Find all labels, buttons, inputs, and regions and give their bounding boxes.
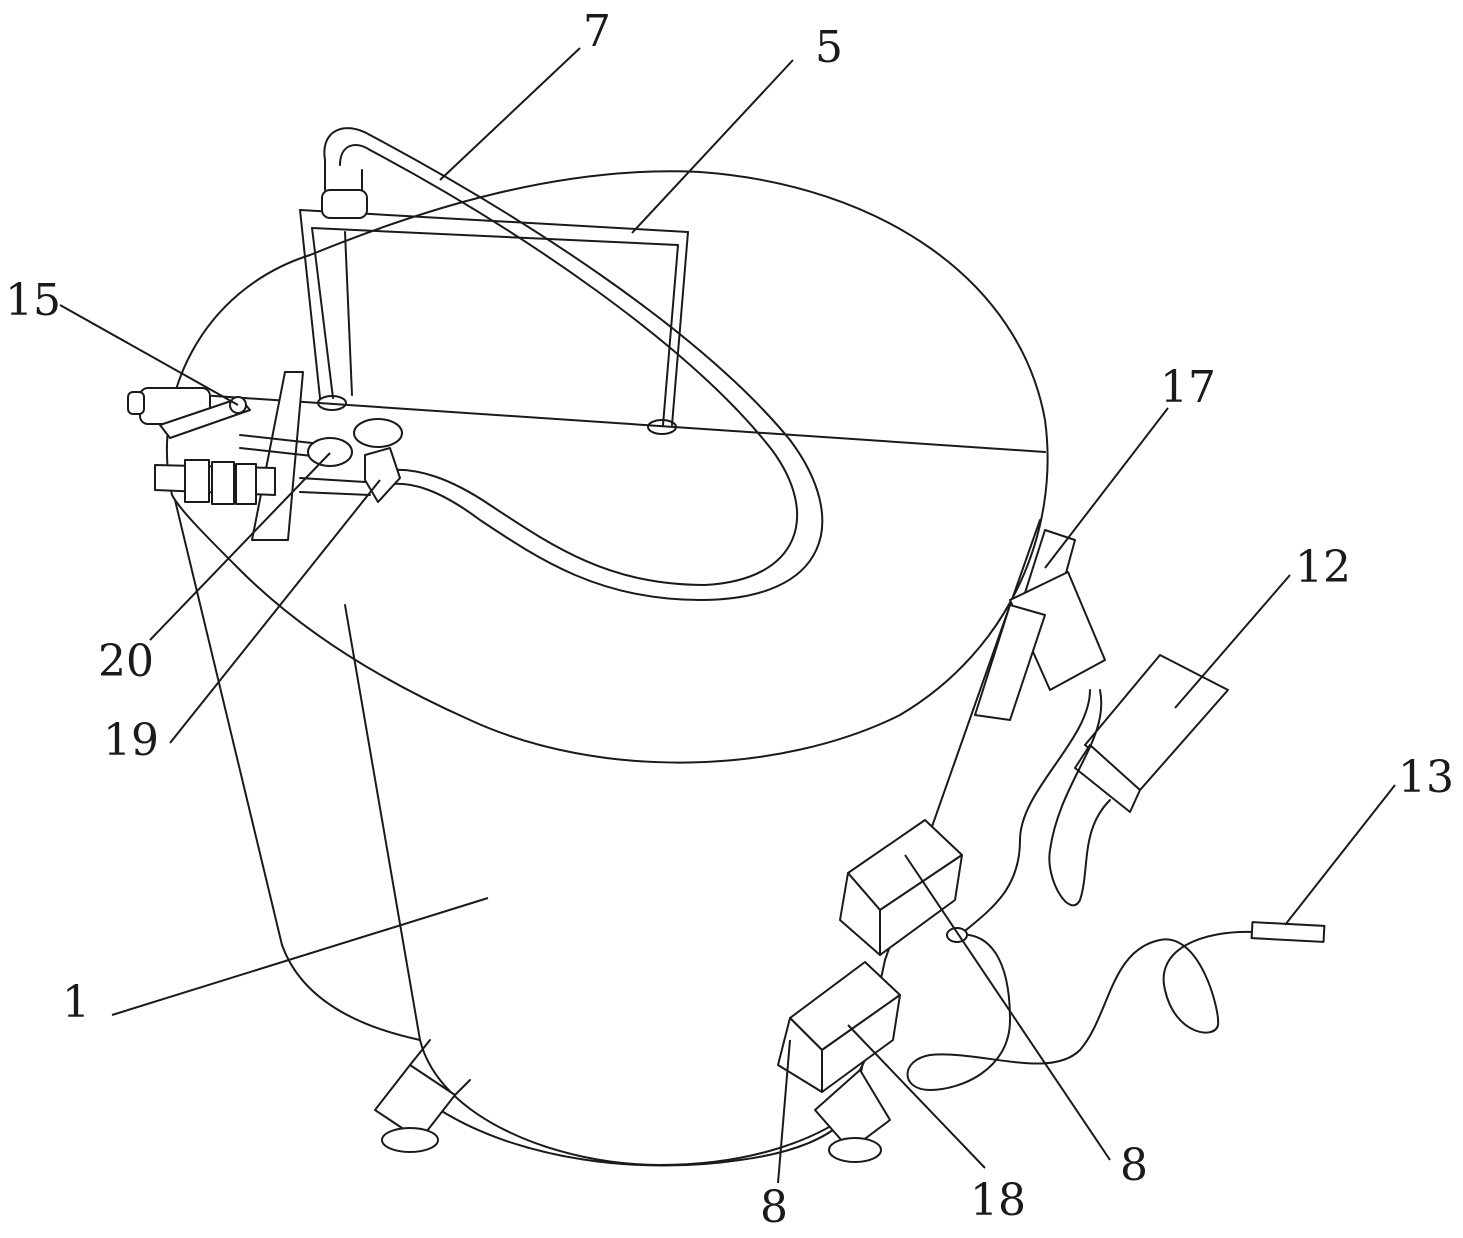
tank-left-bottom-curve [282,945,420,1040]
label-15: 15 [5,275,61,326]
leader-1 [112,898,488,1015]
valve-disc-large [354,419,402,447]
probe [908,922,1325,1090]
tank-left-wall-inner [345,605,420,1040]
label-1: 1 [62,977,90,1028]
hose [322,128,822,600]
hose-inner-edge [340,145,797,585]
probe-loop [947,928,967,942]
tank-left-wall-outer [175,500,282,945]
valve-plate [252,372,303,540]
valve-nut-1 [185,460,209,502]
label-17: 17 [1160,362,1216,413]
label-7: 7 [583,6,611,57]
boxes [778,820,962,1092]
label-19: 19 [103,715,159,766]
label-18: 18 [970,1175,1026,1226]
leader-17 [1045,408,1168,568]
reference-numerals: 7 5 15 17 12 13 20 19 1 8 8 18 [5,6,1454,1233]
leader-7 [440,48,580,180]
hose-drop [325,160,362,190]
leader-13 [1285,785,1395,925]
valve-assembly [128,372,402,540]
outlet-block [365,448,400,502]
left-caster [382,1128,438,1152]
label-12: 12 [1295,542,1351,593]
valve-nut-2 [212,462,234,504]
hose-clamp [322,190,367,218]
frame-post-left [300,210,333,398]
support-frame [300,210,688,434]
valve-disc-small [308,438,352,466]
label-5: 5 [815,22,843,73]
side-components [960,530,1228,935]
right-caster [829,1138,881,1162]
component-17-lower [975,605,1045,720]
probe-tip [1252,922,1325,942]
probe-cable [908,932,1256,1090]
label-8-upper: 8 [1120,1140,1148,1191]
label-13: 13 [1398,752,1454,803]
hose-outer-edge [324,128,822,600]
label-20: 20 [98,636,154,687]
frame-post-left-brace [345,232,352,395]
valve-stub [128,392,144,414]
cable-12 [960,690,1110,935]
valve-nut-3 [236,464,256,504]
leader-5 [632,60,793,233]
label-8-lower: 8 [760,1182,788,1233]
valve-plate-rail [300,478,370,495]
tank-top-rim [167,171,1048,762]
frame-post-right [663,232,688,425]
leader-12 [1175,575,1290,708]
tank-body [155,171,1048,1165]
leader-lines [60,48,1395,1183]
